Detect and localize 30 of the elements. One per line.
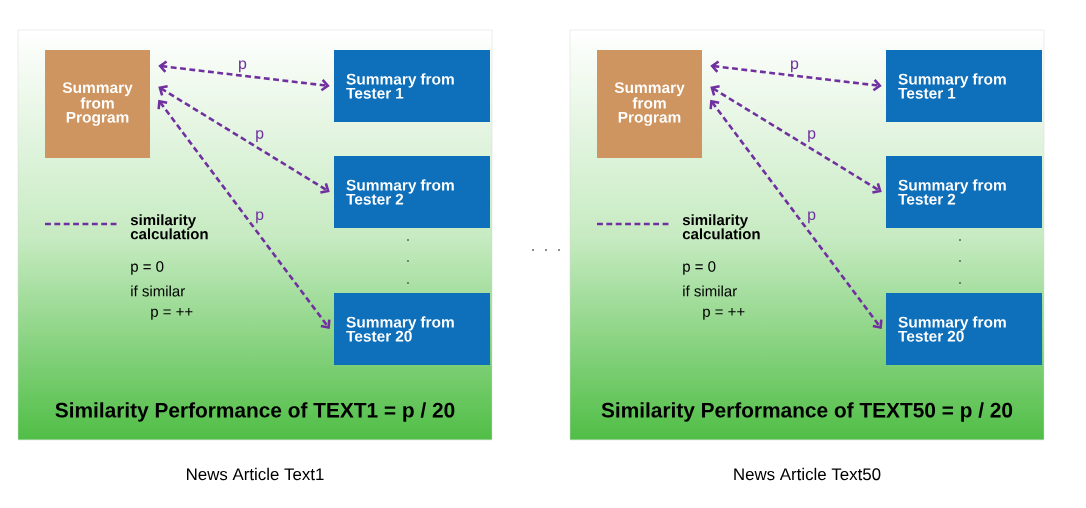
arrow (710, 60, 882, 92)
tester-summary-box: Summary from Tester 1 (334, 50, 490, 122)
legend-text: similarity calculation (682, 214, 760, 240)
edge-label: p (808, 211, 816, 224)
tester-summary-box: Summary from Tester 20 (886, 293, 1042, 365)
arrow (158, 60, 330, 92)
tester-summary-box: Summary from Tester 1 (886, 50, 1042, 122)
note-text: if similar (683, 285, 737, 297)
tester-summary-box: Summary from Tester 2 (886, 156, 1042, 228)
arrow (157, 99, 331, 329)
edge-label: p (256, 130, 264, 143)
note-text: p = 0 (683, 261, 716, 275)
note-text: p = 0 (131, 261, 164, 275)
arrow (158, 85, 330, 194)
arrow (709, 99, 883, 329)
arrow (710, 85, 882, 194)
program-summary-box: Summary from Program (45, 50, 150, 158)
note-text: if similar (131, 285, 185, 297)
edge-label: p (256, 211, 264, 224)
program-summary-box: Summary from Program (597, 50, 702, 158)
node-label: News Article Text50 (734, 467, 881, 481)
legend-text: similarity calculation (130, 214, 208, 240)
note-text: p = ++ (151, 308, 193, 320)
tester-summary-box: Summary from Tester 20 (334, 293, 490, 365)
edge-label: p (239, 60, 247, 73)
edge-label: p (791, 60, 799, 73)
note-text: p = ++ (703, 308, 745, 320)
edge-label: p (808, 130, 816, 143)
node-label: News Article Text1 (187, 467, 324, 481)
tester-summary-box: Summary from Tester 2 (334, 156, 490, 228)
